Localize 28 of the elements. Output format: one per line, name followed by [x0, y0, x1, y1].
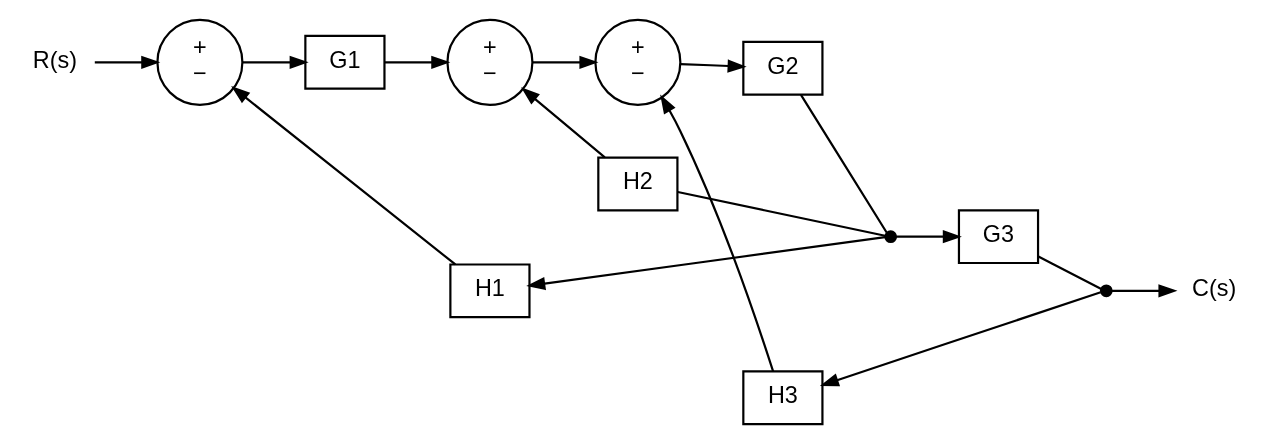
node-box: H1: [449, 263, 531, 319]
node-circle: + −: [594, 18, 682, 106]
arrow: [532, 55, 599, 69]
connector: [800, 94, 888, 234]
node-circle: + −: [156, 18, 244, 106]
arrow: [660, 94, 775, 372]
arrow: [94, 55, 161, 69]
arrow: [521, 87, 606, 159]
connector: [1037, 255, 1102, 290]
node-dot: [884, 230, 898, 243]
arrow: [1111, 284, 1178, 298]
arrow: [231, 86, 456, 266]
arrow: [384, 55, 451, 69]
node-box: G2: [742, 40, 824, 96]
node-box: G1: [304, 34, 386, 90]
node-box: G3: [957, 209, 1040, 265]
arrow: [242, 55, 309, 69]
arrow: [526, 236, 886, 291]
node-box: H3: [742, 370, 824, 426]
node-circle: + −: [446, 18, 534, 106]
node-box: H2: [597, 156, 679, 212]
arrow: [819, 291, 1102, 387]
node-text: C(s): [1192, 275, 1237, 302]
arrow: [896, 229, 962, 244]
node-dot: [1099, 284, 1113, 298]
node-text: R(s): [32, 46, 77, 73]
arrow: [680, 59, 747, 73]
connector: [677, 190, 886, 237]
